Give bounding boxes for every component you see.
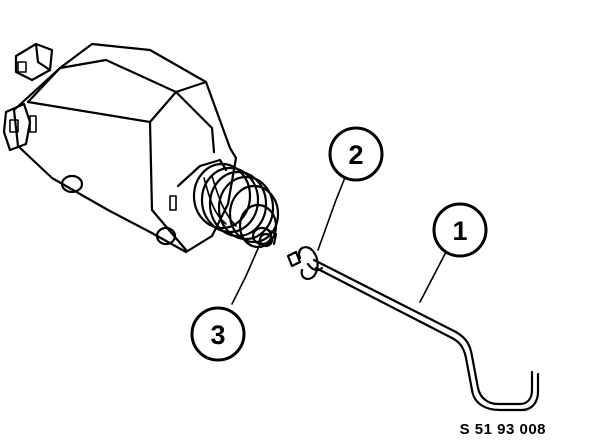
callout-2-label: 2 [348, 140, 363, 170]
callout-2: 2 [328, 126, 384, 182]
reference-code: S 51 93 008 [459, 421, 546, 438]
callout-3-label: 3 [210, 320, 225, 350]
retaining-clip [286, 246, 324, 280]
actuator-housing [2, 42, 238, 254]
plunger [251, 226, 278, 248]
bellows [192, 162, 280, 249]
callout-3: 3 [190, 306, 246, 362]
callout-1: 1 [432, 202, 488, 258]
callout-1-label: 1 [452, 216, 467, 246]
operating-rod [312, 258, 540, 412]
